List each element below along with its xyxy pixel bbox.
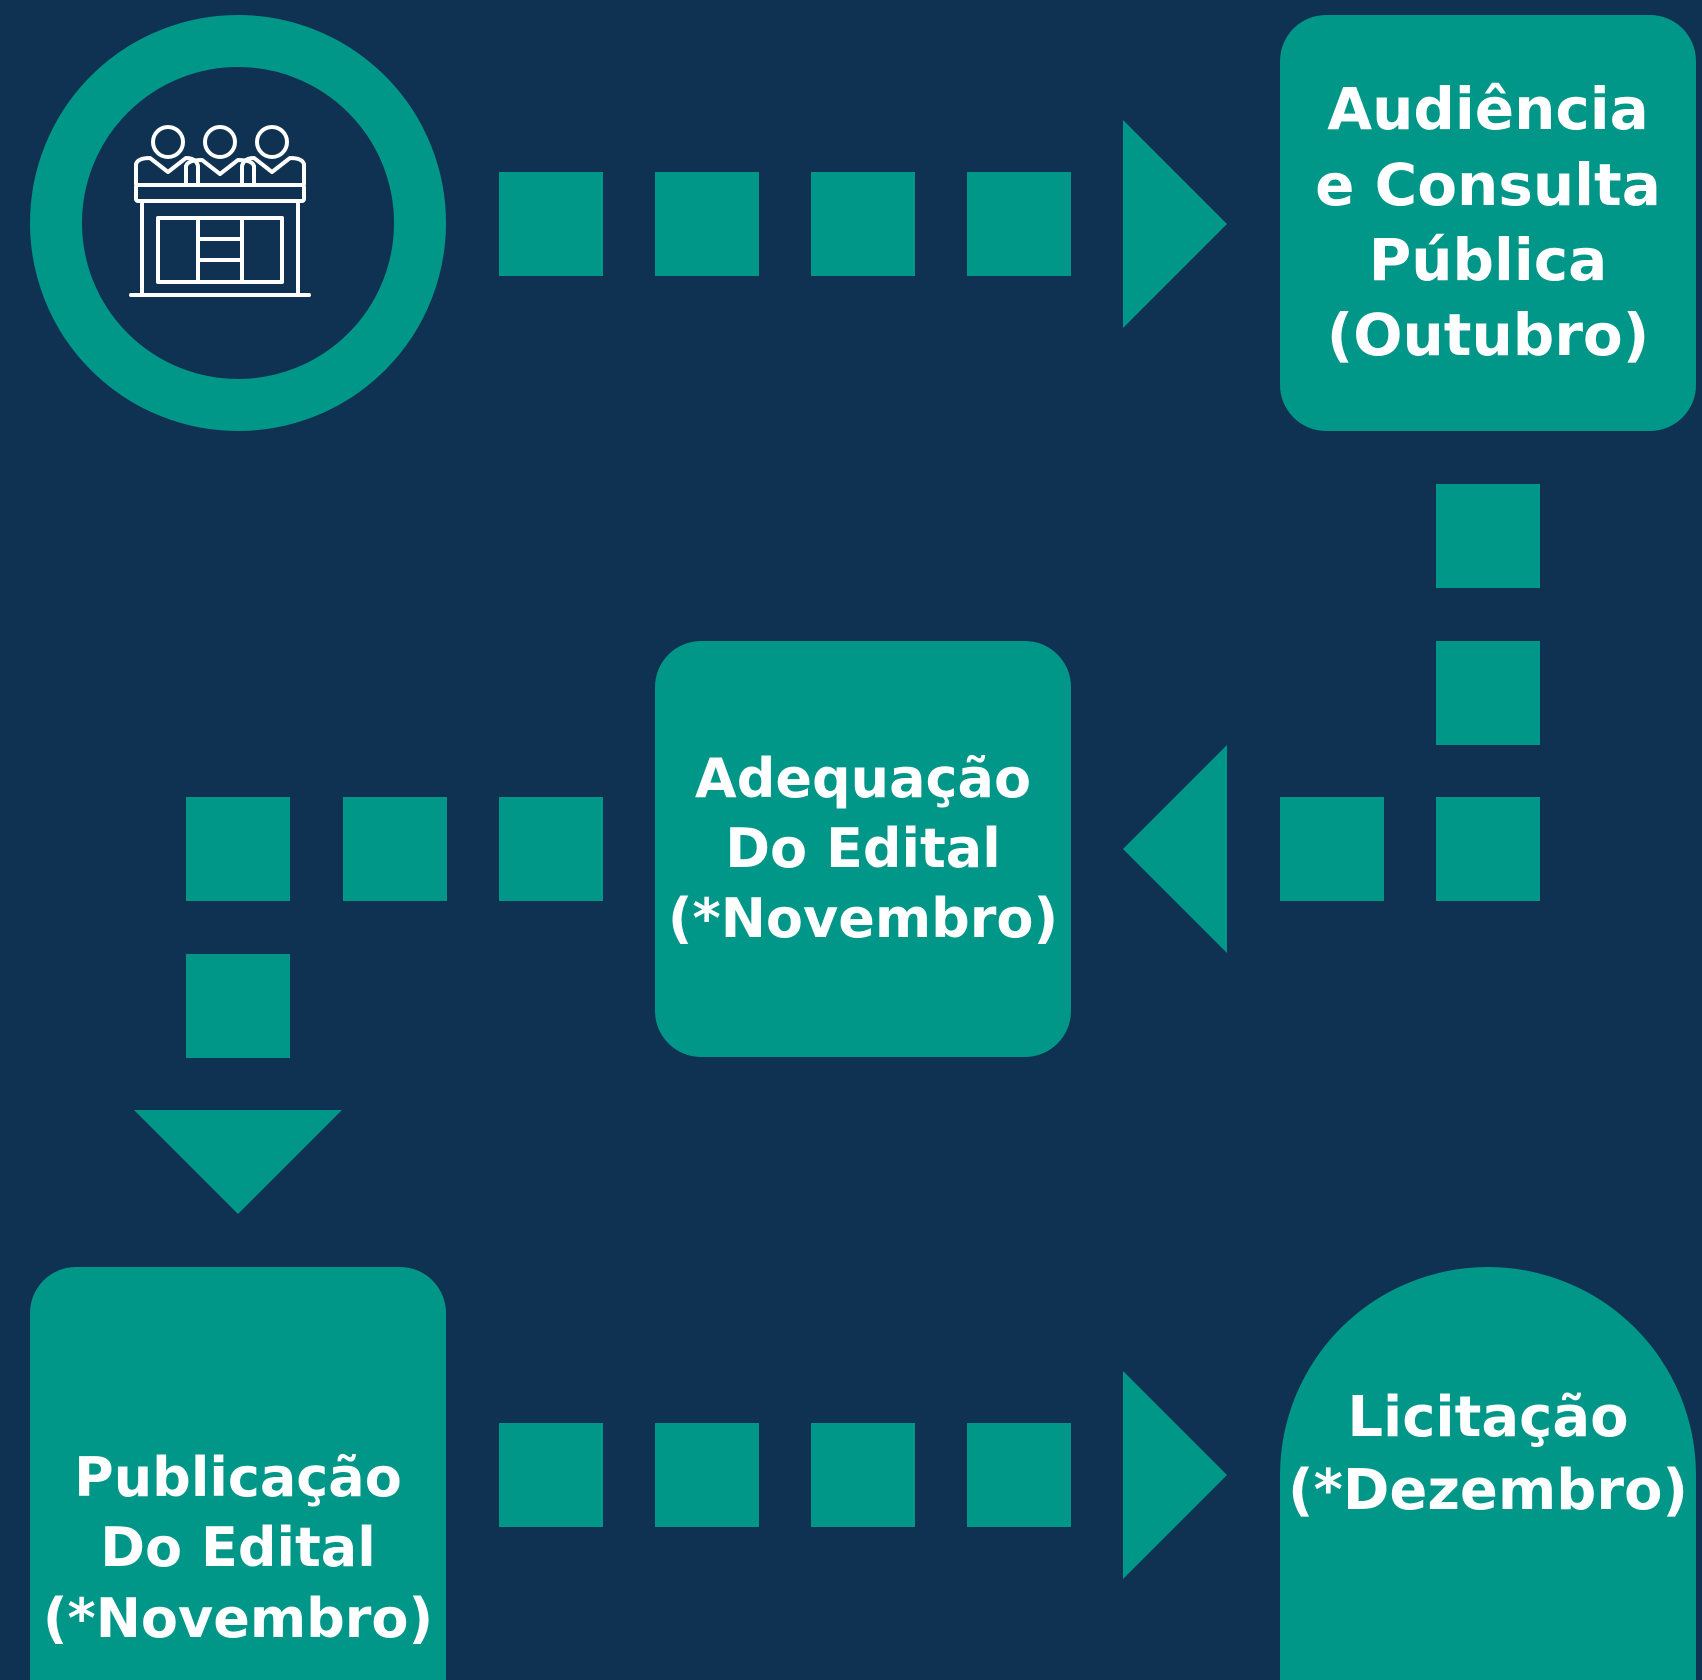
connector-dash <box>186 954 290 1058</box>
connector-dash <box>1436 484 1540 588</box>
connector-dash <box>811 1423 915 1527</box>
step-label-line: (*Novembro) <box>42 1586 434 1650</box>
step-label-line: Do Edital <box>100 1516 376 1580</box>
step-label-line: Licitação <box>1347 1385 1629 1450</box>
connector-dash <box>1436 641 1540 745</box>
connector-dash <box>499 172 603 276</box>
connector-dash <box>343 797 447 901</box>
connector-dash <box>655 1423 759 1527</box>
council-members-at-desk-icon <box>129 125 311 297</box>
step-label-line: Audiência <box>1327 75 1649 144</box>
arrow-down-icon <box>134 1110 342 1214</box>
step-label-line: (*Dezembro) <box>1287 1457 1689 1523</box>
step-label-line: Adequação <box>694 746 1032 810</box>
step-publicacao-do-edital: Publicação Do Edital (*Novembro) <box>30 1267 446 1680</box>
connector-dash <box>967 1423 1071 1527</box>
step-label-line: (Outubro) <box>1326 301 1650 370</box>
connector-dash <box>1436 797 1540 901</box>
connector-dash <box>1280 797 1384 901</box>
connector-dash <box>499 1423 603 1527</box>
step-label-line: (*Novembro) <box>667 887 1059 951</box>
step-licitacao: Licitação (*Dezembro) <box>1280 1267 1696 1680</box>
connector-dash <box>811 172 915 276</box>
arrow-left-icon <box>1123 745 1227 953</box>
step-label-line: e Consulta <box>1315 150 1661 219</box>
step-label-line: Publicação <box>74 1446 402 1510</box>
connector-dash <box>967 172 1071 276</box>
arrow-right-icon <box>1123 1371 1227 1579</box>
step-adequacao-do-edital: Adequação Do Edital (*Novembro) <box>655 641 1071 1057</box>
step-label-line: Do Edital <box>725 816 1001 880</box>
step-audiencia-consulta-publica: Audiência e Consulta Pública (Outubro) <box>1280 15 1696 431</box>
connector-dash <box>499 797 603 901</box>
connector-dash <box>186 797 290 901</box>
step-label-line: Pública <box>1368 226 1608 294</box>
arrow-right-icon <box>1123 120 1227 328</box>
connector-dash <box>655 172 759 276</box>
